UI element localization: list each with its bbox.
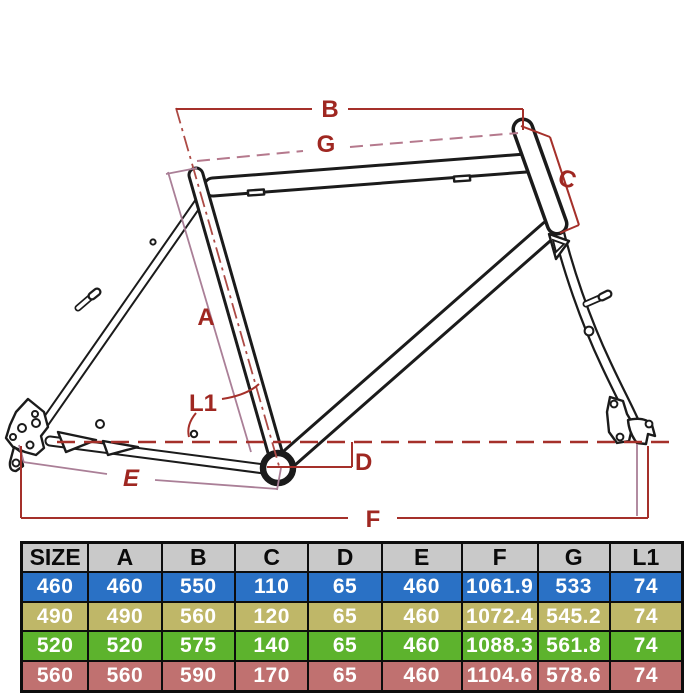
table-cell: 74: [608, 600, 684, 633]
size-table: SIZE A B C D E F G L1 460 460 550 110 65…: [20, 541, 684, 693]
table-cell: 560: [20, 660, 90, 693]
label-C: C: [555, 164, 579, 195]
column-header: L1: [608, 541, 684, 573]
dimension-C: [520, 125, 580, 234]
dimension-L1: [187, 383, 260, 438]
table-cell: 460: [20, 571, 90, 603]
table-cell: 74: [608, 571, 684, 603]
table-cell: 460: [380, 571, 463, 603]
dimension-D: [267, 442, 353, 468]
label-E: E: [123, 465, 140, 492]
chainstay-gusset: [31, 418, 199, 457]
table-cell: 550: [160, 571, 236, 603]
seat-axis-line: [175, 107, 280, 467]
table-cell: 1061.9: [460, 571, 539, 603]
column-header: A: [87, 541, 163, 573]
table-cell: 545.2: [536, 600, 611, 633]
label-B: B: [321, 96, 338, 123]
dimension-labels: B G C A L1 D E F: [123, 96, 579, 533]
label-A: A: [197, 304, 214, 331]
table-cell: 65: [307, 571, 383, 603]
table-cell: 520: [87, 630, 163, 663]
table-row: 560 560 590 170 65 460 1104.6 578.6 74: [20, 660, 684, 693]
table-header-row: SIZE A B C D E F G L1: [20, 541, 684, 573]
column-header: SIZE: [20, 541, 90, 573]
column-header: C: [233, 541, 310, 573]
table-cell: 65: [307, 600, 383, 633]
dimension-lines: [18, 107, 676, 519]
table-cell: 1104.6: [460, 660, 539, 693]
dimension-F: [20, 444, 649, 519]
table-cell: 74: [608, 660, 684, 693]
table-cell: 590: [160, 660, 236, 693]
rear-dropout: [4, 397, 50, 473]
table-cell: 120: [233, 600, 310, 633]
table-cell: 490: [87, 600, 163, 633]
table-cell: 533: [536, 571, 611, 603]
table-cell: 74: [608, 630, 684, 663]
seatstay-boss: [74, 238, 157, 312]
table-cell: 575: [160, 630, 236, 663]
column-header: G: [536, 541, 611, 573]
table-row: 460 460 550 110 65 460 1061.9 533 74: [20, 571, 684, 603]
column-header: E: [380, 541, 463, 573]
table-cell: 460: [380, 660, 463, 693]
dimension-B: [176, 108, 524, 130]
table-cell: 560: [160, 600, 236, 633]
label-F: F: [366, 506, 381, 533]
head-badge-icon: [547, 232, 571, 261]
cable-stop-icon: [246, 174, 472, 197]
label-L1: L1: [189, 390, 217, 417]
label-G: G: [317, 131, 336, 158]
table-cell: 110: [233, 571, 310, 603]
table-cell: 560: [87, 660, 163, 693]
dimension-G: [196, 132, 519, 162]
table-cell: 1072.4: [460, 600, 539, 633]
column-header: D: [307, 541, 383, 573]
table-cell: 460: [87, 571, 163, 603]
label-D: D: [355, 449, 372, 476]
table-cell: 170: [233, 660, 310, 693]
table-cell: 520: [20, 630, 90, 663]
table-row: 490 490 560 120 65 460 1072.4 545.2 74: [20, 600, 684, 633]
fork-boss: [582, 289, 613, 337]
table-cell: 460: [380, 630, 463, 663]
column-header: B: [160, 541, 236, 573]
table-cell: 578.6: [536, 660, 611, 693]
table-row: 520 520 575 140 65 460 1088.3 561.8 74: [20, 630, 684, 663]
table-cell: 140: [233, 630, 310, 663]
table-cell: 460: [380, 600, 463, 633]
table-cell: 490: [20, 600, 90, 633]
column-header: F: [460, 541, 539, 573]
table-cell: 65: [307, 660, 383, 693]
frame-diagram: B G C A L1 D E F: [4, 96, 676, 533]
table-cell: 1088.3: [460, 630, 539, 663]
table-cell: 561.8: [536, 630, 611, 663]
frame-drawing: [4, 117, 657, 487]
table-cell: 65: [307, 630, 383, 663]
